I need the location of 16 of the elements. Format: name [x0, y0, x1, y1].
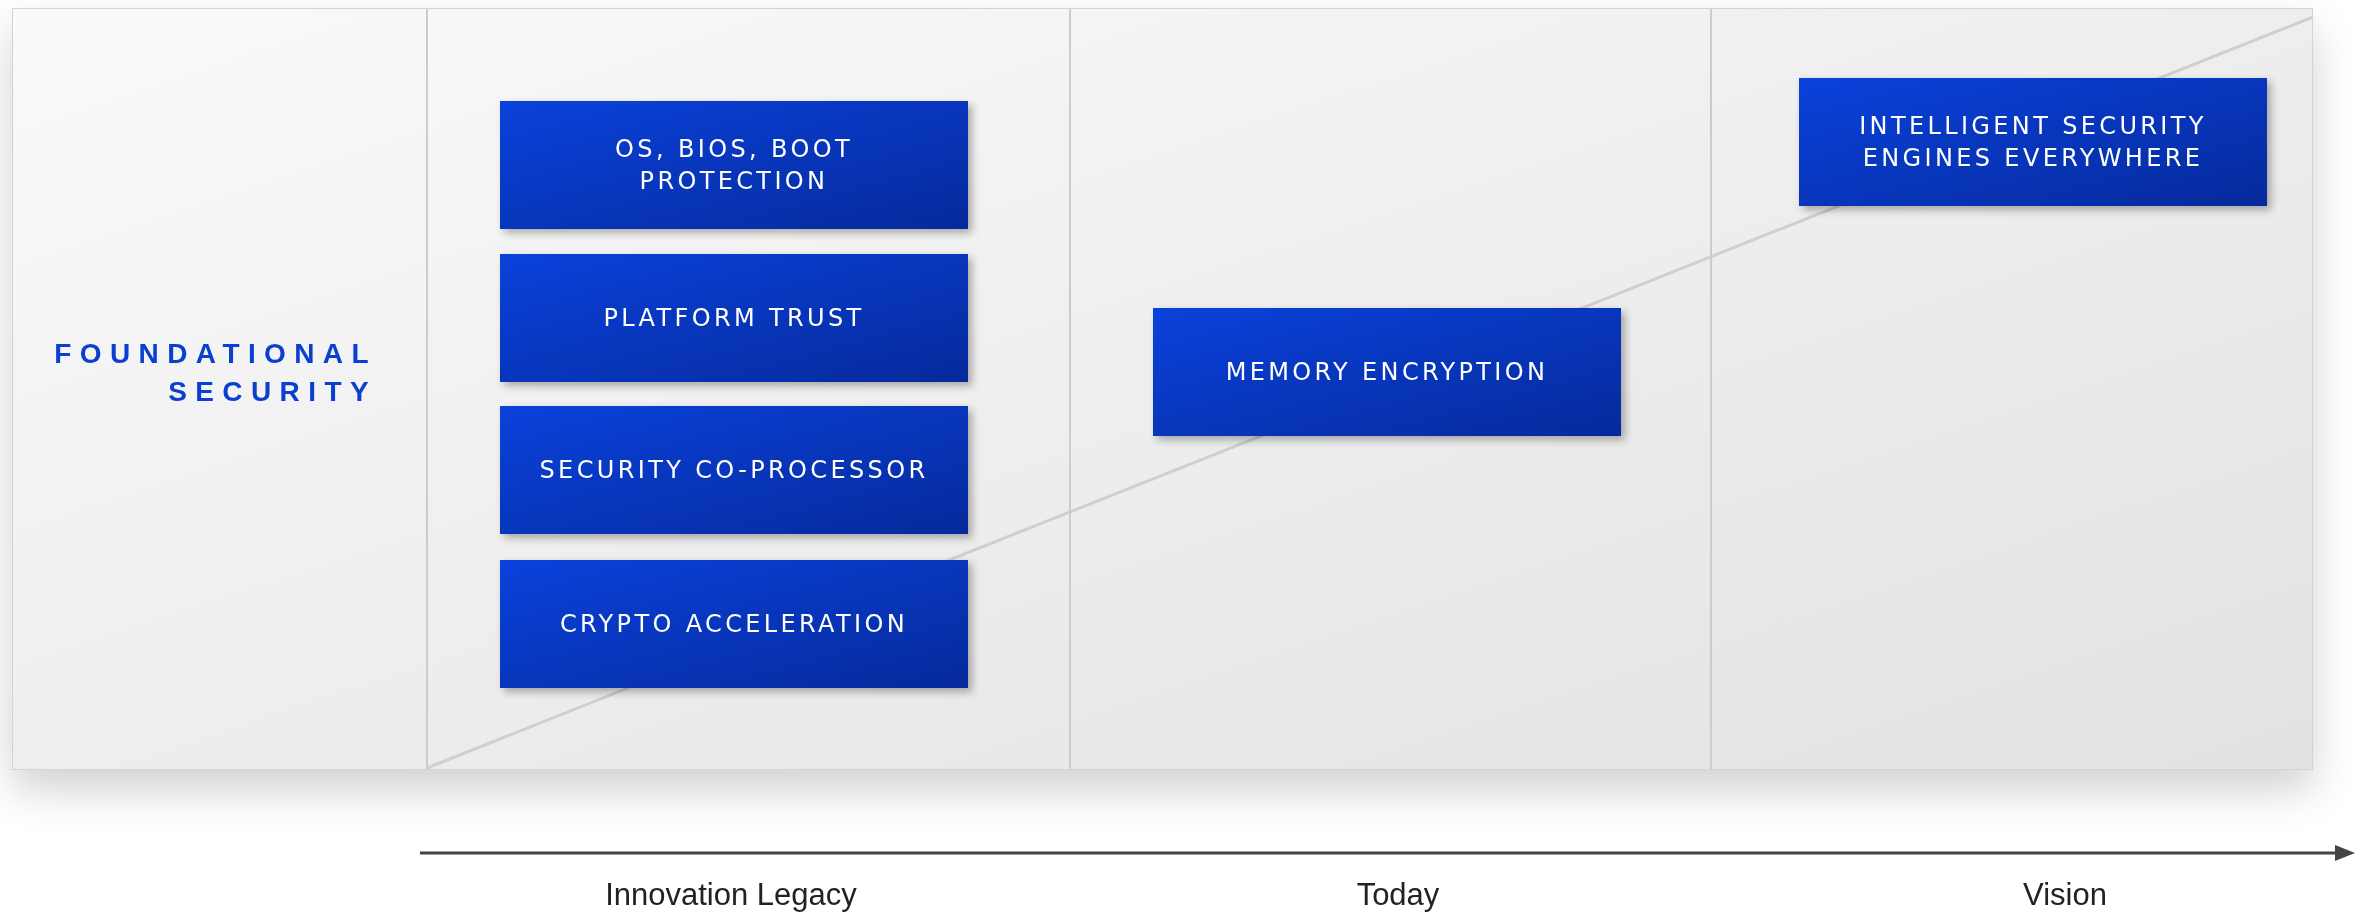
box-label: INTELLIGENT SECURITY ENGINES EVERYWHERE — [1858, 111, 2208, 174]
box-label: PLATFORM TRUST — [603, 303, 865, 334]
row-heading: FOUNDATIONAL SECURITY — [53, 337, 377, 409]
timeline-label: Vision — [2022, 876, 2108, 914]
feature-box — [1799, 78, 2267, 206]
feature-box — [1153, 308, 1621, 436]
box-label: OS, BIOS, BOOT PROTECTION — [614, 134, 854, 197]
feature-box — [500, 406, 968, 534]
feature-box — [500, 101, 968, 229]
timeline-label: Today — [1355, 876, 1441, 914]
box-label: CRYPTO ACCELERATION — [559, 609, 909, 640]
feature-box — [500, 254, 968, 382]
timeline-label: Innovation Legacy — [604, 876, 858, 914]
feature-box — [500, 560, 968, 688]
box-label: MEMORY ENCRYPTION — [1225, 357, 1549, 388]
box-label: SECURITY CO-PROCESSOR — [539, 455, 929, 486]
